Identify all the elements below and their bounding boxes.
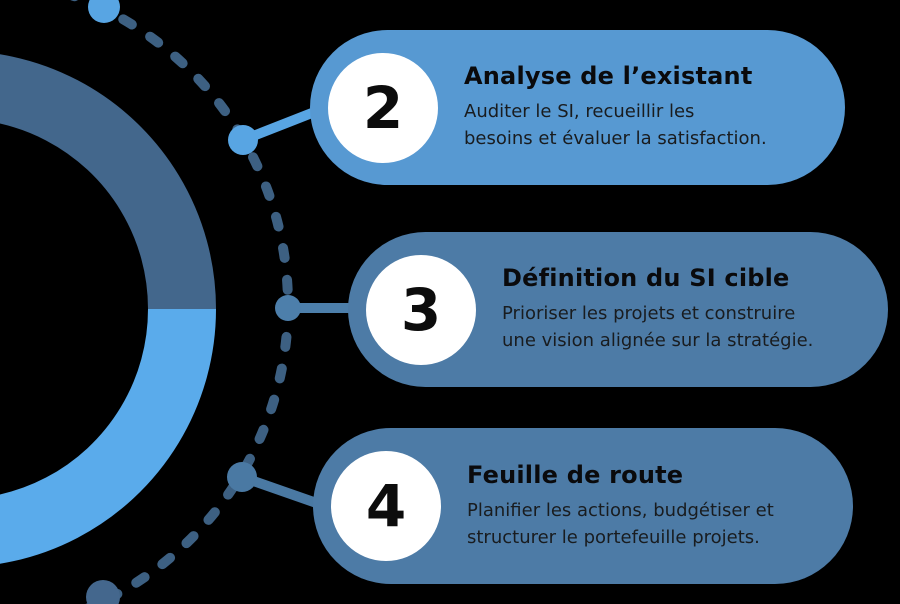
step-text-2: Analyse de l’existant Auditer le SI, rec… (464, 62, 767, 152)
step-number-2: 2 (362, 73, 404, 142)
step-number-circle-2: 2 (328, 52, 438, 163)
orbit-node-top (88, 0, 120, 23)
step-number-3: 3 (400, 275, 442, 344)
donut-segment-dark (0, 54, 216, 310)
orbit-node-step4 (227, 462, 257, 492)
orbit-node-bottom (86, 580, 120, 604)
step-description-4: Planifier les actions, budgétiser et str… (467, 499, 774, 548)
step-card-2: 2 Analyse de l’existant Auditer le SI, r… (310, 30, 845, 185)
step-title-4: Feuille de route (467, 460, 684, 489)
step-text-3: Définition du SI cible Prioriser les pro… (502, 264, 813, 354)
orbit-node-step2 (228, 125, 258, 155)
step-description-2: Auditer le SI, recueillir les besoins et… (464, 101, 767, 149)
step-card-3: 3 Définition du SI cible Prioriser les p… (348, 232, 888, 387)
step-number-circle-4: 4 (331, 451, 441, 561)
donut-segment-light (0, 308, 216, 564)
step-title-3: Définition du SI cible (502, 264, 790, 293)
orbit-node-step3 (275, 295, 301, 321)
step-card-4: 4 Feuille de route Planifier les actions… (313, 428, 853, 584)
step-number-4: 4 (365, 472, 407, 540)
step-text-4: Feuille de route Planifier les actions, … (467, 461, 774, 551)
step-description-3: Prioriser les projets et construire une … (502, 303, 814, 351)
step-number-circle-3: 3 (366, 254, 476, 365)
step-title-2: Analyse de l’existant (464, 62, 753, 91)
